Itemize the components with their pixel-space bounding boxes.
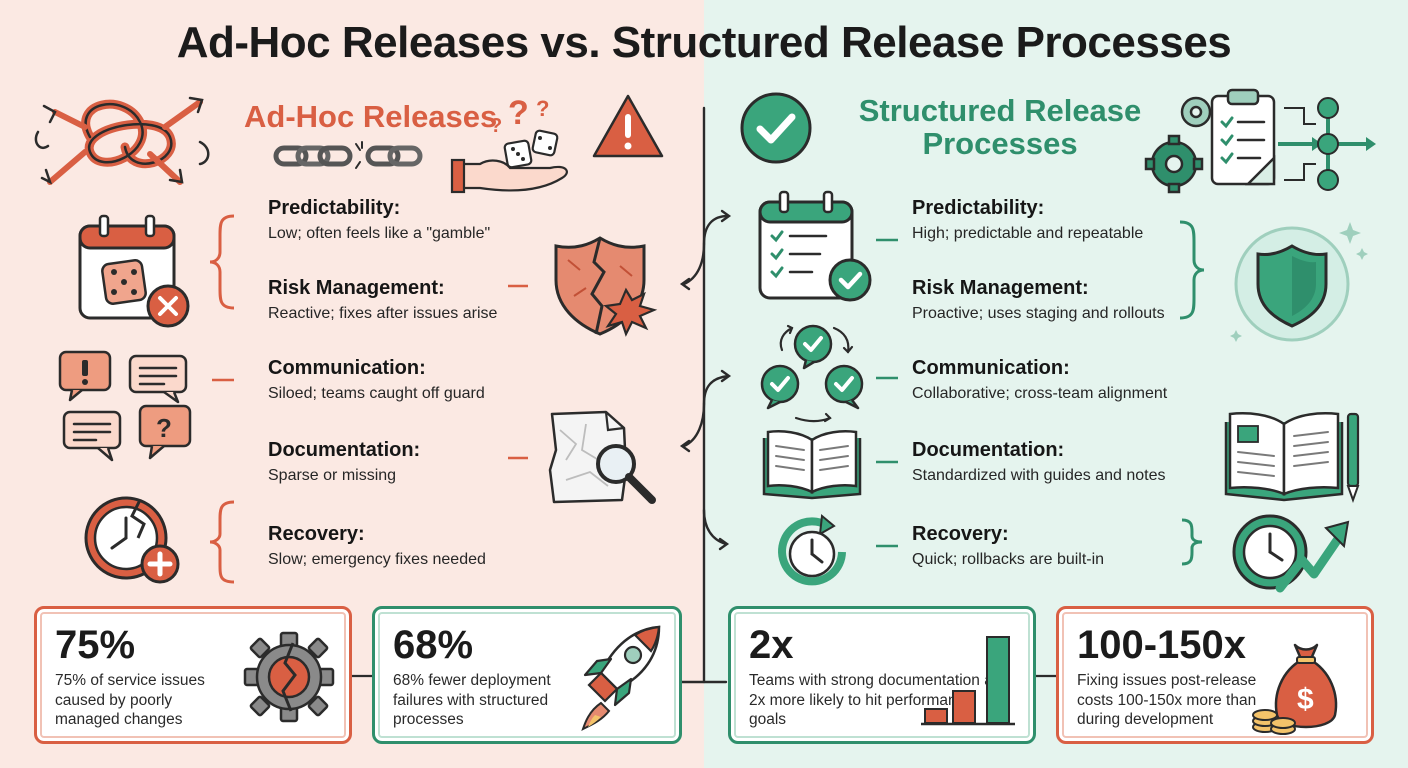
item-label: Risk Management:	[268, 277, 445, 299]
dash-connector-icon	[212, 378, 234, 382]
clock-rollback-icon	[778, 514, 846, 586]
bar-chart-icon	[921, 636, 1015, 726]
item-desc: Quick; rollbacks are built-in	[912, 551, 1105, 568]
chat-bubbles-icon: ?	[58, 350, 192, 462]
svg-text:?: ?	[536, 96, 549, 121]
check-circle-icon	[740, 92, 812, 164]
item-label: Predictability:	[912, 197, 1045, 219]
structured-item-documentation: Documentation: Standardized with guides …	[912, 438, 1202, 487]
broken-shield-icon	[554, 236, 658, 337]
structured-item-recovery: Recovery: Quick; rollbacks are built-in	[912, 522, 1202, 571]
check-bubbles-cycle-icon	[760, 324, 864, 423]
item-label: Communication:	[268, 357, 426, 379]
stat-card-post-release-cost: 100-150x Fixing issues post-release cost…	[1056, 606, 1374, 744]
open-book-icon	[762, 430, 862, 500]
svg-text:?: ?	[156, 413, 172, 443]
structured-title: Structured Release Processes	[858, 93, 1142, 161]
item-desc: High; predictable and repeatable	[912, 225, 1144, 242]
stat-desc: 68% fewer deployment failures with struc…	[393, 672, 551, 728]
broken-chain-icon	[273, 141, 423, 169]
page-title: Ad-Hoc Releases vs. Structured Release P…	[176, 18, 1232, 67]
structured-item-predictability: Predictability: High; predictable and re…	[912, 196, 1202, 245]
shield-icon	[1230, 222, 1368, 342]
dash-connector-icon	[876, 238, 898, 242]
adhoc-item-communication: Communication: Siloed; teams caught off …	[268, 356, 558, 405]
dash-connector-icon	[508, 284, 528, 288]
adhoc-item-predictability: Predictability: Low; often feels like a …	[268, 196, 558, 245]
adhoc-item-risk-management: Risk Management: Reactive; fixes after i…	[268, 276, 558, 325]
rocket-icon	[581, 625, 661, 731]
item-label: Recovery:	[268, 523, 365, 545]
dash-connector-icon	[876, 376, 898, 380]
item-desc: Slow; emergency fixes needed	[268, 551, 486, 568]
svg-text:?: ?	[490, 115, 502, 137]
brace-bracket-icon	[209, 214, 235, 310]
money-bag-icon: $	[1252, 643, 1338, 735]
open-book-pen-icon	[1224, 412, 1360, 503]
svg-text:$: $	[1297, 683, 1314, 716]
adhoc-title: Ad-Hoc Releases	[244, 99, 498, 134]
item-desc: Siloed; teams caught off guard	[268, 385, 485, 402]
dash-connector-icon	[508, 456, 528, 460]
structured-item-communication: Communication: Collaborative; cross-team…	[912, 356, 1202, 405]
item-label: Communication:	[912, 357, 1070, 379]
calendar-dice-icon	[78, 214, 190, 328]
item-desc: Collaborative; cross-team alignment	[912, 385, 1168, 402]
stat-value: 100-150x	[1077, 623, 1247, 667]
gears-checklist-flow-icon	[1144, 88, 1376, 194]
item-desc: Low; often feels like a "gamble"	[268, 225, 491, 242]
stat-value: 68%	[393, 623, 474, 667]
item-desc: Sparse or missing	[268, 467, 397, 484]
stat-card-documentation: 2x Teams with strong documentation are 2…	[728, 606, 1036, 744]
stat-desc: Teams with strong documentation are 2x m…	[749, 672, 1007, 728]
brace-bracket-icon	[1181, 518, 1203, 566]
structured-item-risk-management: Risk Management: Proactive; uses staging…	[912, 276, 1202, 325]
broken-gear-icon	[243, 631, 335, 723]
brace-bracket-icon	[1179, 220, 1205, 320]
item-desc: Proactive; uses staging and rollouts	[912, 305, 1165, 322]
calendar-checklist-icon	[758, 190, 872, 302]
item-label: Documentation:	[912, 439, 1065, 461]
item-desc: Standardized with guides and notes	[912, 467, 1166, 484]
tangled-arrows-icon	[34, 96, 210, 185]
stat-card-deployment-failures: 68% 68% fewer deployment failures with s…	[372, 606, 682, 744]
crumpled-paper-magnifier-icon	[548, 410, 656, 504]
item-label: Recovery:	[912, 523, 1009, 545]
stat-desc: Fixing issues post-release costs 100-150…	[1077, 672, 1257, 728]
stat-card-service-issues: 75% 75% of service issues caused by poor…	[34, 606, 352, 744]
stat-value: 2x	[749, 623, 794, 667]
broken-clock-icon	[84, 496, 180, 584]
adhoc-item-documentation: Documentation: Sparse or missing	[268, 438, 558, 487]
item-label: Predictability:	[268, 197, 401, 219]
stat-value: 75%	[55, 623, 136, 667]
item-label: Documentation:	[268, 439, 421, 461]
warning-triangle-icon	[592, 94, 664, 158]
stat-desc: 75% of service issues caused by poorly m…	[55, 672, 205, 728]
item-label: Risk Management:	[912, 277, 1089, 299]
dash-connector-icon	[876, 460, 898, 464]
svg-text:?: ?	[508, 94, 529, 132]
adhoc-item-recovery: Recovery: Slow; emergency fixes needed	[268, 522, 558, 571]
item-desc: Reactive; fixes after issues arise	[268, 305, 498, 322]
hand-dice-question-icon: ? ? ?	[450, 94, 568, 194]
dash-connector-icon	[876, 544, 898, 548]
clock-growth-arrow-icon	[1232, 514, 1350, 593]
brace-bracket-icon	[209, 500, 235, 584]
